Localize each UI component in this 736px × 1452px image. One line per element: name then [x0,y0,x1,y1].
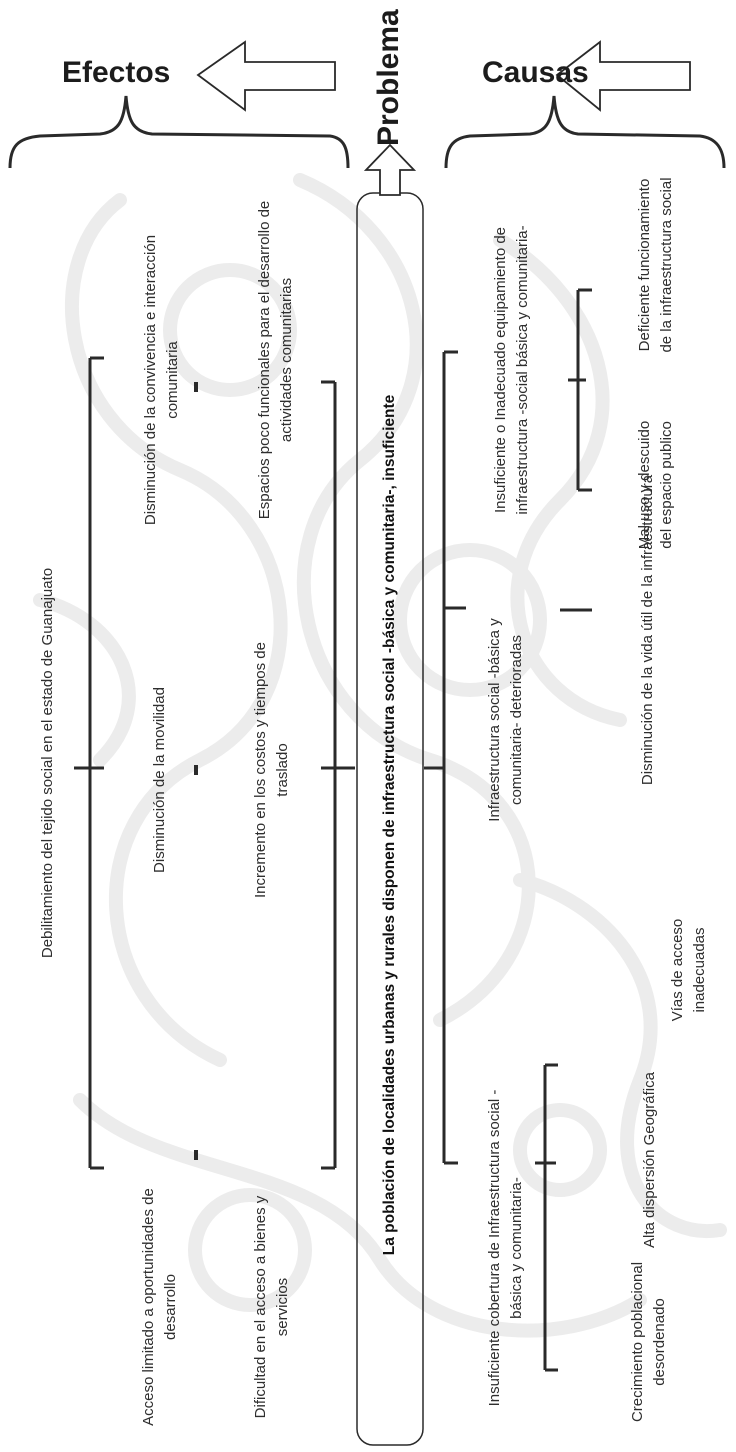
problem-header: Problema [372,9,405,146]
effect-top: Debilitamiento del tejido social en el e… [39,567,56,959]
effects-brace [8,95,350,169]
problem-statement: La población de localidades urbanas y ru… [381,394,398,1256]
cause-sub-roads: Vías de acceso inadecuadas [669,918,708,1022]
effects-arrow [196,40,336,112]
causes-arrow [555,40,691,112]
effect-costs: Incremento en los costos y tiempos de tr… [252,642,291,898]
cause-equipment: Insuficiente o Inadecuado equipamiento d… [492,225,531,515]
cause-sub-growth: Crecimiento poblacional desordenado [629,1261,668,1423]
cause-coverage: Insuficiente cobertura de Infraestructur… [486,1089,525,1407]
cause-deteriorated: Infraestructura social -básica y comunit… [486,618,525,822]
effects-header: Efectos [62,56,171,89]
problem-arrow [363,143,417,196]
effect-access-goods: Dificultad en el acceso a bienes y servi… [252,1195,291,1419]
effect-limited-access: Acceso limitado a oportunidades de desar… [140,1188,179,1426]
cause-sub-malfunction: Deficiente funcionamiento de la infraest… [636,177,675,353]
effect-mobility: Disminución de la movilidad [151,687,168,873]
effect-spaces: Espacios poco funcionales para el desarr… [256,200,295,520]
cause-sub-dispersion: Alta dispersión Geográfica [641,1072,658,1248]
causes-header: Causas [482,56,589,89]
causes-brace [444,95,726,169]
cause-sub-misuse: Mal uso y descuido del espacio publico [636,420,675,550]
effect-convivencia: Disminución de la convivencia e interacc… [142,234,181,526]
